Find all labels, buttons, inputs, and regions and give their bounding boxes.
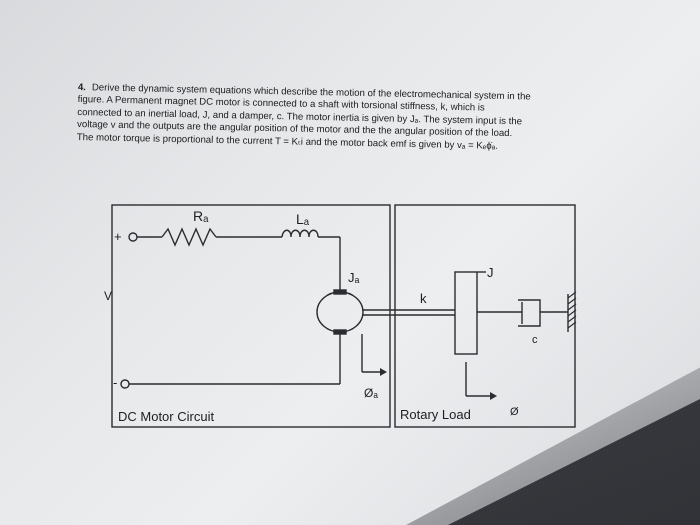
inductor-label: Lₐ	[296, 211, 310, 227]
minus-terminal	[120, 379, 130, 389]
load-inertia	[454, 271, 478, 355]
resistor-label: Rₐ	[193, 208, 209, 224]
dc-motor-circuit-label: DC Motor Circuit	[118, 409, 214, 424]
resistor	[161, 227, 217, 247]
voltage-label: V	[104, 289, 112, 303]
damper-cylinder	[518, 299, 541, 327]
dc-motor-circuit-box	[111, 204, 391, 428]
load-angle-arrowhead	[490, 392, 497, 400]
inductor	[281, 229, 319, 238]
wall-hatching	[567, 291, 577, 329]
minus-label: -	[113, 375, 117, 390]
motor-brush-bottom	[333, 329, 347, 335]
load-angle-label: Ø	[510, 406, 519, 418]
rotary-load-box	[394, 204, 576, 428]
motor-angle-arrowhead	[380, 368, 387, 376]
rotary-load-label: Rotary Load	[400, 407, 471, 422]
motor	[316, 291, 364, 333]
load-inertia-label: J	[487, 265, 494, 280]
damper-label: c	[532, 334, 538, 346]
motor-brush-top	[333, 289, 347, 295]
plus-label: +	[114, 229, 122, 244]
motor-inertia-label: Jₐ	[348, 270, 360, 285]
plus-terminal	[128, 232, 138, 242]
motor-angle-label: Øₐ	[364, 386, 378, 400]
stiffness-label: k	[420, 291, 427, 306]
